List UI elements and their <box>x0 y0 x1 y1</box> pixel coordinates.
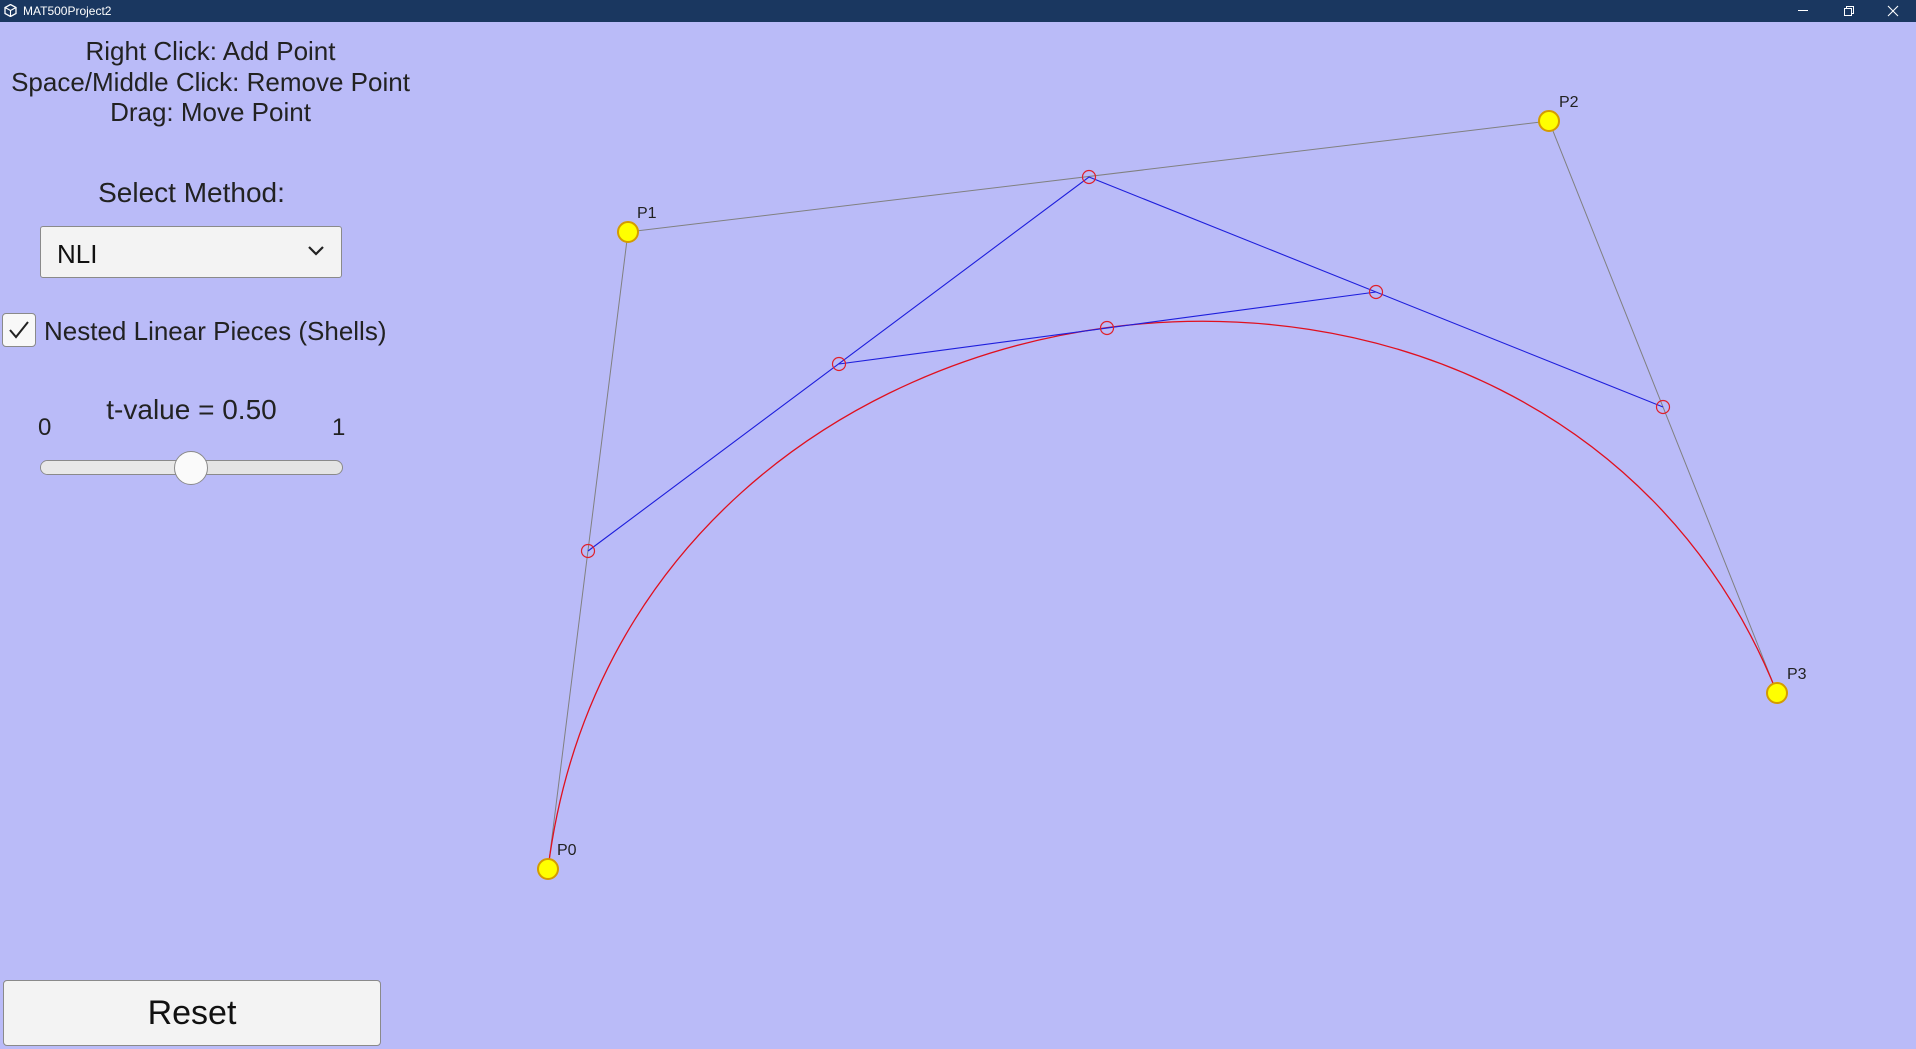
restore-button[interactable] <box>1826 0 1872 22</box>
check-icon <box>9 321 29 339</box>
reset-button[interactable]: Reset <box>3 980 381 1046</box>
close-icon <box>1887 5 1899 17</box>
method-selected-value: NLI <box>57 239 98 269</box>
control-polygon <box>547 120 1778 870</box>
method-dropdown[interactable]: NLI <box>40 226 342 278</box>
control-point-label: P2 <box>1559 94 1579 111</box>
t-slider-handle[interactable] <box>174 451 208 485</box>
control-point-p0[interactable]: P0 <box>537 842 577 880</box>
instruction-remove-point: Space/Middle Click: Remove Point <box>11 66 410 97</box>
curve-point-at-t <box>1099 320 1115 336</box>
bezier-curve <box>547 320 1778 870</box>
instructions-panel: Right Click: Add Point Space/Middle Clic… <box>0 36 421 128</box>
shell-point <box>1081 169 1097 185</box>
shells-checkbox-label[interactable]: Nested Linear Pieces (Shells) <box>44 316 387 346</box>
control-point-p3[interactable]: P3 <box>1766 666 1807 704</box>
window-title: MAT500Project2 <box>23 4 112 18</box>
minimize-icon <box>1798 10 1808 11</box>
method-label: Select Method: <box>98 177 285 208</box>
restore-icon <box>1844 6 1854 16</box>
close-button[interactable] <box>1870 0 1916 22</box>
shells-checkbox[interactable] <box>2 313 36 347</box>
instruction-move-point: Drag: Move Point <box>110 97 311 127</box>
shell-point <box>580 543 596 559</box>
t-value-label: t-value = 0.50 <box>106 394 277 425</box>
minimize-button[interactable] <box>1780 0 1826 22</box>
chevron-down-icon <box>308 246 324 256</box>
control-point-p2[interactable]: P2 <box>1538 94 1579 132</box>
window-titlebar: MAT500Project2 <box>0 0 1916 22</box>
shell-level-1 <box>587 176 1664 552</box>
shell-point <box>1655 399 1671 415</box>
bezier-curve-canvas[interactable]: P0 P1 P2 P3 <box>0 22 1916 1049</box>
instruction-add-point: Right Click: Add Point <box>85 36 336 66</box>
t-slider-max-label: 1 <box>332 414 346 441</box>
control-point-p1[interactable]: P1 <box>617 205 657 243</box>
control-point-label: P3 <box>1787 666 1807 683</box>
shell-level-2 <box>838 291 1377 365</box>
t-slider-min-label: 0 <box>38 414 52 441</box>
unity-app-icon <box>4 4 17 17</box>
shell-point <box>831 356 847 372</box>
shell-point <box>1368 284 1384 300</box>
control-point-label: P0 <box>557 842 577 859</box>
drawing-canvas[interactable]: P0 P1 P2 P3 Right Click: Add Point Space… <box>0 22 1916 1049</box>
control-point-label: P1 <box>637 205 657 222</box>
t-slider-fill <box>41 461 192 474</box>
